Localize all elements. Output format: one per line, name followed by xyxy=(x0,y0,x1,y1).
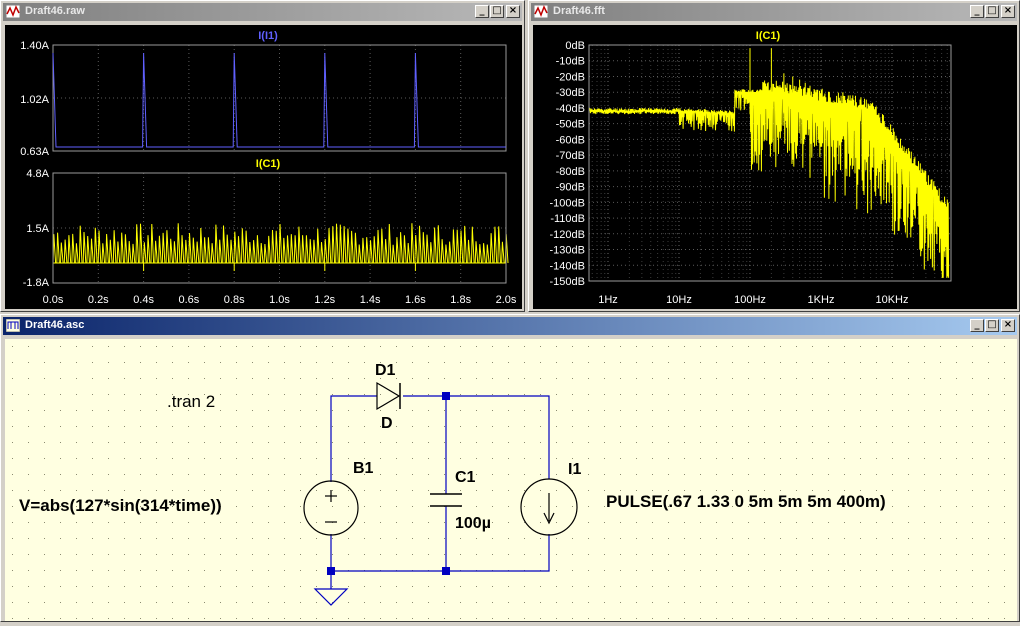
i1-label[interactable]: I1 xyxy=(568,461,581,478)
schematic-icon xyxy=(6,319,20,332)
fft-trace-label: I(C1) xyxy=(756,30,781,42)
raw-xtick-7: 1.4s xyxy=(360,294,381,306)
raw-window-titlebar[interactable]: Draft46.raw _ □ × xyxy=(3,3,522,21)
raw-plot-svg[interactable]: I(I1) 1.40A 1.02A 0.63A I(C1) 4.8A 1.5A … xyxy=(5,25,522,309)
i1-value-label[interactable]: PULSE(.67 1.33 0 5m 5m 5m 400m) xyxy=(606,492,886,511)
fft-ytick-11: -110dB xyxy=(550,213,585,225)
bottom-pane-frame xyxy=(52,172,507,284)
fft-ytick-10: -100dB xyxy=(550,197,585,209)
fft-close-button[interactable]: × xyxy=(1001,5,1015,18)
fft-pane-frame xyxy=(588,44,952,282)
d1-label[interactable]: D1 xyxy=(375,362,396,379)
waveform-icon xyxy=(6,5,20,18)
ground-symbol[interactable] xyxy=(313,588,349,606)
fft-xtick-1: 10Hz xyxy=(666,294,692,306)
schematic-svg[interactable]: D1 D B1 V=abs(127*sin(314*time)) C1 100µ xyxy=(5,339,1017,621)
schematic-close-button[interactable]: × xyxy=(1001,319,1015,332)
junction-top xyxy=(442,392,450,400)
capacitor-c1[interactable] xyxy=(430,493,462,507)
c1-label[interactable]: C1 xyxy=(455,469,476,486)
fft-ytick-4: -40dB xyxy=(556,103,585,115)
bottom-trace-line xyxy=(52,223,509,271)
top-trace-label: I(I1) xyxy=(258,30,278,42)
raw-xtick-9: 1.8s xyxy=(450,294,471,306)
wire-ground-rail[interactable] xyxy=(330,534,550,572)
fft-trace-line xyxy=(588,48,950,278)
raw-xtick-1: 0.2s xyxy=(88,294,109,306)
raw-x-ticks: 0.0s 0.2s 0.4s 0.6s 0.8s 1.0s 1.2s 1.4s 1.6s 1.8s… xyxy=(43,294,517,306)
raw-xtick-6: 1.2s xyxy=(314,294,335,306)
top-ytick-1: 1.02A xyxy=(20,94,49,106)
b1-value-label[interactable]: V=abs(127*sin(314*time)) xyxy=(19,496,222,515)
fft-ytick-12: -120dB xyxy=(550,229,585,241)
wire-b1-to-d1[interactable] xyxy=(330,395,377,482)
fft-ytick-3: -30dB xyxy=(556,87,585,99)
bottom-ytick-0: 4.8A xyxy=(26,168,49,180)
fft-ytick-0: 0dB xyxy=(565,40,585,52)
bottom-ytick-2: -1.8A xyxy=(23,277,50,289)
raw-xtick-3: 0.6s xyxy=(179,294,200,306)
fft-ytick-6: -60dB xyxy=(556,134,585,146)
schematic-grid-dots xyxy=(5,339,1017,621)
raw-minimize-button[interactable]: _ xyxy=(475,5,489,18)
schematic-window[interactable]: Draft46.asc _ □ × xyxy=(0,314,1020,622)
wire-d1-to-i1[interactable] xyxy=(403,395,550,479)
raw-close-button[interactable]: × xyxy=(506,5,520,18)
raw-waveform-window[interactable]: Draft46.raw _ □ × I(I1) 1.40A 1.02A 0.63… xyxy=(0,0,525,312)
fft-xtick-3: 1KHz xyxy=(808,294,835,306)
top-ytick-2: 0.63A xyxy=(20,146,49,158)
fft-ytick-13: -130dB xyxy=(550,245,585,257)
junction-ground-left xyxy=(327,567,335,575)
fft-ytick-2: -20dB xyxy=(556,71,585,83)
c1-value-label[interactable]: 100µ xyxy=(455,515,491,532)
raw-plot-area[interactable]: I(I1) 1.40A 1.02A 0.63A I(C1) 4.8A 1.5A … xyxy=(5,25,522,309)
fft-window-titlebar[interactable]: Draft46.fft _ □ × xyxy=(531,3,1017,21)
fft-ytick-1: -10dB xyxy=(556,56,585,68)
fft-xtick-0: 1Hz xyxy=(598,294,618,306)
fft-maximize-button[interactable]: □ xyxy=(985,5,999,18)
schematic-minimize-button[interactable]: _ xyxy=(970,319,984,332)
fft-xtick-2: 100Hz xyxy=(734,294,766,306)
raw-xtick-10: 2.0s xyxy=(496,294,517,306)
raw-xtick-4: 0.8s xyxy=(224,294,245,306)
fft-ytick-5: -50dB xyxy=(556,119,585,131)
schematic-canvas[interactable]: D1 D B1 V=abs(127*sin(314*time)) C1 100µ xyxy=(5,339,1017,621)
raw-window-title: Draft46.raw xyxy=(25,5,85,17)
raw-maximize-button[interactable]: □ xyxy=(490,5,504,18)
b1-label[interactable]: B1 xyxy=(353,460,374,477)
waveform-icon xyxy=(534,5,548,18)
schematic-window-title: Draft46.asc xyxy=(25,319,85,331)
fft-window[interactable]: Draft46.fft _ □ × I(C1) 0dB -10dB -20dB -30… xyxy=(528,0,1020,312)
raw-xtick-2: 0.4s xyxy=(133,294,154,306)
diode-d1[interactable] xyxy=(376,381,401,411)
fft-window-title: Draft46.fft xyxy=(553,5,605,17)
bottom-trace-label: I(C1) xyxy=(256,158,281,170)
fft-plot-svg[interactable]: I(C1) 0dB -10dB -20dB -30dB -40dB -50dB -60dB -… xyxy=(533,25,1017,309)
fft-ytick-15: -150dB xyxy=(550,276,585,288)
fft-ytick-7: -70dB xyxy=(556,150,585,162)
fft-ytick-8: -80dB xyxy=(556,166,585,178)
top-ytick-0: 1.40A xyxy=(20,40,49,52)
fft-y-ticks: 0dB -10dB -20dB -30dB -40dB -50dB -60dB -70dB -8… xyxy=(550,40,585,288)
schematic-maximize-button[interactable]: □ xyxy=(985,319,999,332)
fft-xtick-4: 10KHz xyxy=(875,294,908,306)
spice-directive[interactable]: .tran 2 xyxy=(167,392,215,411)
junction-ground-mid xyxy=(442,567,450,575)
schematic-window-titlebar[interactable]: Draft46.asc _ □ × xyxy=(3,317,1017,335)
fft-plot-area[interactable]: I(C1) 0dB -10dB -20dB -30dB -40dB -50dB -60dB -… xyxy=(533,25,1017,309)
current-source-i1[interactable] xyxy=(520,478,578,536)
fft-x-ticks: 1Hz 10Hz 100Hz 1KHz 10KHz xyxy=(598,294,908,306)
top-pane-frame xyxy=(52,44,507,152)
fft-minimize-button[interactable]: _ xyxy=(970,5,984,18)
bottom-ytick-1: 1.5A xyxy=(26,223,49,235)
fft-ytick-9: -90dB xyxy=(556,182,585,194)
top-trace-line xyxy=(52,52,506,148)
d1-model-label[interactable]: D xyxy=(381,415,393,432)
voltage-source-b1[interactable] xyxy=(303,480,359,536)
fft-ytick-14: -140dB xyxy=(550,260,585,272)
raw-xtick-5: 1.0s xyxy=(269,294,290,306)
top-pane-grid xyxy=(53,45,506,151)
raw-xtick-8: 1.6s xyxy=(405,294,426,306)
raw-xtick-0: 0.0s xyxy=(43,294,64,306)
